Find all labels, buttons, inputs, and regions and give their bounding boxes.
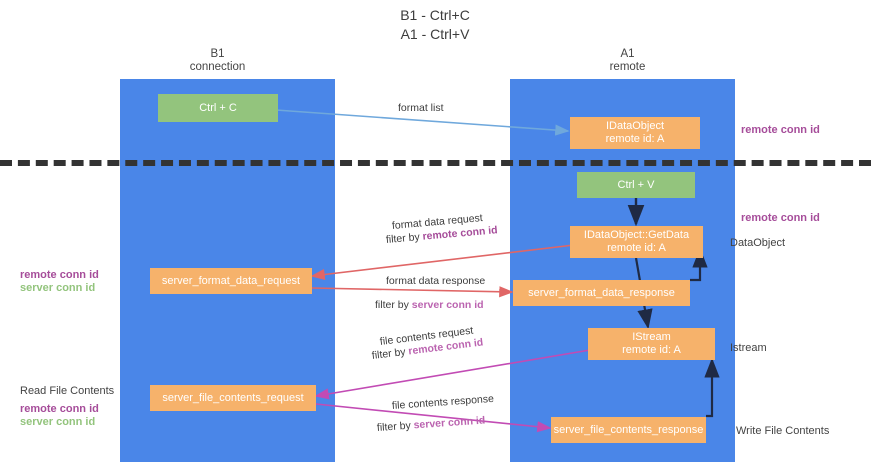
side-label-left-remote-conn-id-mid: remote conn id — [20, 269, 99, 281]
node-istream[interactable]: IStream remote id: A — [588, 328, 715, 360]
node-getdata-line2: remote id: A — [607, 242, 666, 254]
lane-title-b1: B1 connection — [189, 48, 246, 73]
side-label-read-file-contents: Read File Contents — [20, 385, 115, 397]
node-server-file-contents-request[interactable]: server_file_contents_request — [150, 385, 316, 411]
edge-label-file-contents-response-filter: filter by server conn id — [377, 414, 486, 435]
filter-value-server-conn-id: server conn id — [413, 414, 486, 432]
side-label-dataobject: DataObject — [730, 237, 786, 249]
side-label-istream: Istream — [730, 342, 767, 354]
node-istream-line2: remote id: A — [622, 344, 681, 356]
node-istream-line1: IStream — [632, 331, 671, 343]
node-server-file-contents-response[interactable]: server_file_contents_response — [551, 417, 706, 443]
section-divider — [0, 160, 871, 166]
node-getdata-line1: IDataObject::GetData — [583, 229, 690, 241]
page-title: B1 - Ctrl+C A1 - Ctrl+V — [400, 7, 470, 42]
edge-label-file-contents-response-text: file contents response — [391, 392, 495, 412]
node-ctrl-c-label: Ctrl + C — [199, 101, 237, 114]
node-server-file-contents-request-label: server_file_contents_request — [162, 391, 304, 404]
node-idataobject-top-line1: IDataObject — [605, 120, 665, 132]
filter-prefix: filter by — [385, 230, 424, 246]
filter-prefix: filter by — [376, 419, 415, 434]
edge-label-format-data-response-filter: filter by server conn id — [375, 299, 484, 312]
filter-prefix: filter by — [371, 345, 410, 362]
node-ctrl-v-label: Ctrl + V — [617, 178, 655, 191]
side-label-left-server-conn-id-bottom: server conn id — [20, 416, 96, 428]
side-label-remote-conn-id-mid: remote conn id — [741, 212, 820, 224]
node-server-file-contents-response-label: server_file_contents_response — [553, 423, 704, 436]
edge-label-format-list: format list — [398, 102, 444, 114]
node-ctrl-v[interactable]: Ctrl + V — [577, 172, 695, 198]
node-ctrl-c[interactable]: Ctrl + C — [158, 94, 278, 122]
lane-title-a1: A1 remote — [609, 48, 646, 73]
filter-prefix: filter by — [375, 299, 412, 311]
edge-label-file-contents-response: file contents response — [392, 393, 495, 413]
node-idataobject-top[interactable]: IDataObject remote id: A — [570, 117, 700, 149]
edge-label-format-data-response: format data response — [386, 275, 486, 287]
side-label-left-server-conn-id-mid: server conn id — [20, 282, 96, 294]
side-label-remote-conn-id-top: remote conn id — [741, 124, 820, 136]
node-server-format-data-response-label: server_format_data_response — [528, 286, 675, 299]
node-server-format-data-response[interactable]: server_format_data_response — [513, 280, 690, 306]
node-idataobject-top-line2: remote id: A — [605, 133, 665, 145]
node-server-format-data-request-label: server_format_data_request — [161, 274, 301, 287]
filter-value-server-conn-id: server conn id — [411, 299, 484, 311]
node-server-format-data-request[interactable]: server_format_data_request — [150, 268, 312, 294]
node-getdata[interactable]: IDataObject::GetData remote id: A — [570, 226, 703, 258]
side-label-left-remote-conn-id-bottom: remote conn id — [20, 403, 99, 415]
side-label-write-file-contents: Write File Contents — [736, 425, 830, 437]
